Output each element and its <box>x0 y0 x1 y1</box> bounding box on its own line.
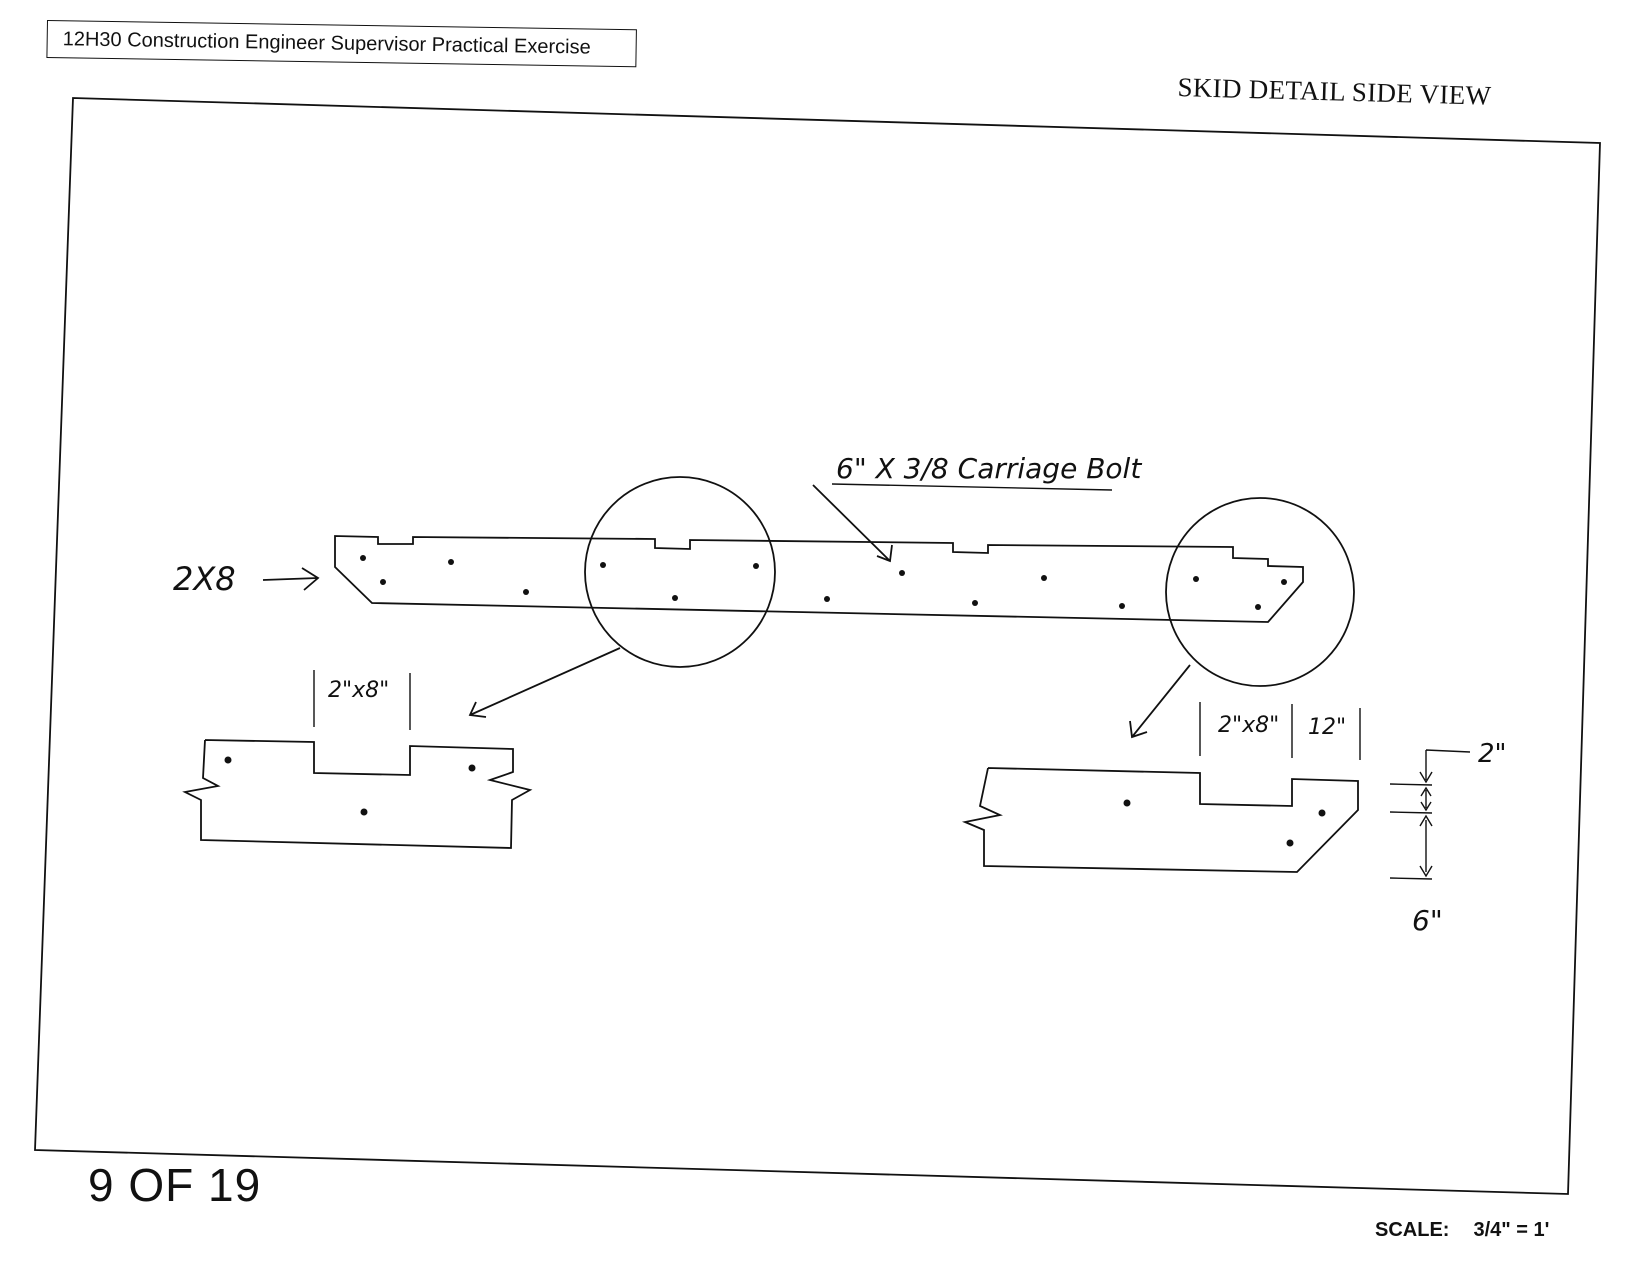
page-number: 9 OF 19 <box>88 1159 262 1211</box>
notch-depth-label: 2" <box>1478 739 1507 769</box>
left-notch-dim-label: 2"x8" <box>328 678 389 703</box>
scale-note: SCALE: 3/4" = 1' <box>1375 1219 1549 1242</box>
right-notch-dim-label: 2"x8" <box>1218 713 1279 738</box>
left-detail-holes <box>224 756 476 816</box>
skid-outline <box>334 535 1304 623</box>
right-detail-leader <box>1129 664 1191 739</box>
drawing-frame <box>34 97 1601 1195</box>
scale-label: SCALE: <box>1375 1219 1450 1241</box>
right-notch-dim-lines <box>1199 702 1361 760</box>
right-detail-holes <box>1123 799 1326 847</box>
end-length-dim-label: 12" <box>1308 715 1346 740</box>
depth-dimension-lines <box>1389 749 1471 880</box>
member-arrow <box>262 567 320 591</box>
remaining-depth-label: 6" <box>1412 904 1443 937</box>
bolt-label: 6" X 3/8 Carriage Bolt <box>836 452 1142 485</box>
left-notch-dim-lines <box>313 670 411 730</box>
scale-value: 3/4" = 1' <box>1473 1219 1550 1241</box>
detail-circle-right <box>1165 497 1355 687</box>
left-detail-leader <box>468 647 621 718</box>
detail-circle-left <box>584 476 776 668</box>
member-size-label: 2X8 <box>173 560 236 598</box>
left-notch-detail <box>182 739 533 849</box>
right-notch-detail <box>961 767 1359 873</box>
skid-bolt-holes <box>360 555 1287 610</box>
bolt-label-underline <box>831 483 1113 491</box>
bolt-leader-line <box>812 484 893 563</box>
